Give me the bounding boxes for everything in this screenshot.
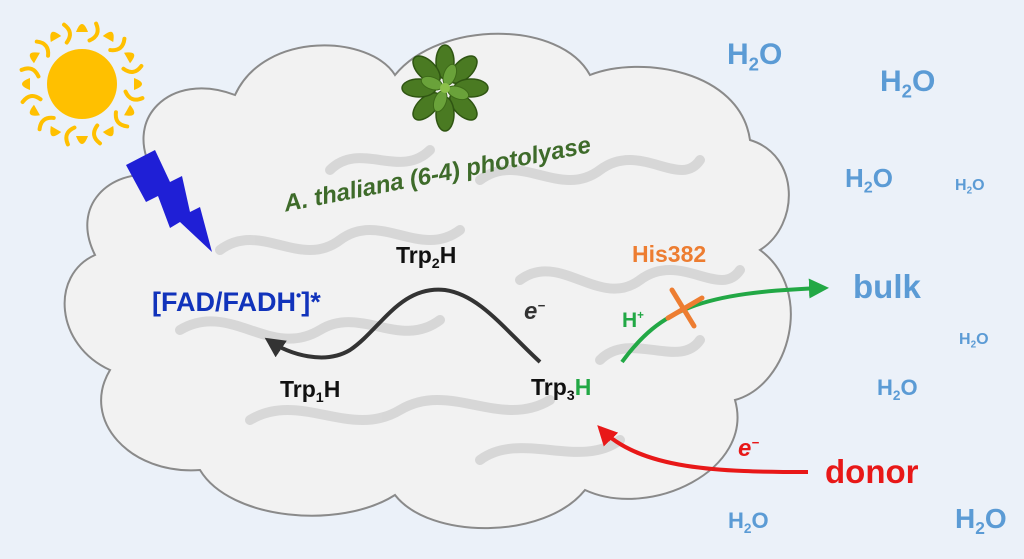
sun-icon [19,21,145,147]
bulk-label: bulk [853,268,921,305]
fad-cofactor-label: [FAD/FADH•]* [152,289,321,316]
protein-cloud [63,32,792,530]
electron-transfer-arrow [264,287,542,364]
water-label: H2O [955,503,1007,539]
fad-excited-star: ]* [301,287,321,317]
water-label: H2O [727,38,783,75]
plant-icon [401,44,489,132]
donor-electron-arrow [597,425,809,474]
water-label: H2O [955,177,985,197]
trp3-label: Trp3H [531,374,592,404]
protein-ribbons [175,145,745,465]
electron-label: e− [524,297,546,325]
blocked-cross-icon [665,287,705,329]
fad-main-text: [FAD/FADH [152,287,296,317]
proton-label: H+ [622,309,644,332]
water-label: H2O [877,375,918,403]
his382-label: His382 [632,241,707,267]
water-label: H2O [845,163,893,197]
fad-radical-dot: • [296,288,302,305]
trp2-label: Trp2H [396,242,457,272]
donor-electron-label: e− [738,434,760,462]
water-label: H2O [959,331,989,351]
water-label: H2O [880,65,936,102]
donor-label: donor [825,453,919,490]
trp1-label: Trp1H [280,376,341,406]
lightning-icon [126,150,212,252]
water-label: H2O [728,508,769,536]
